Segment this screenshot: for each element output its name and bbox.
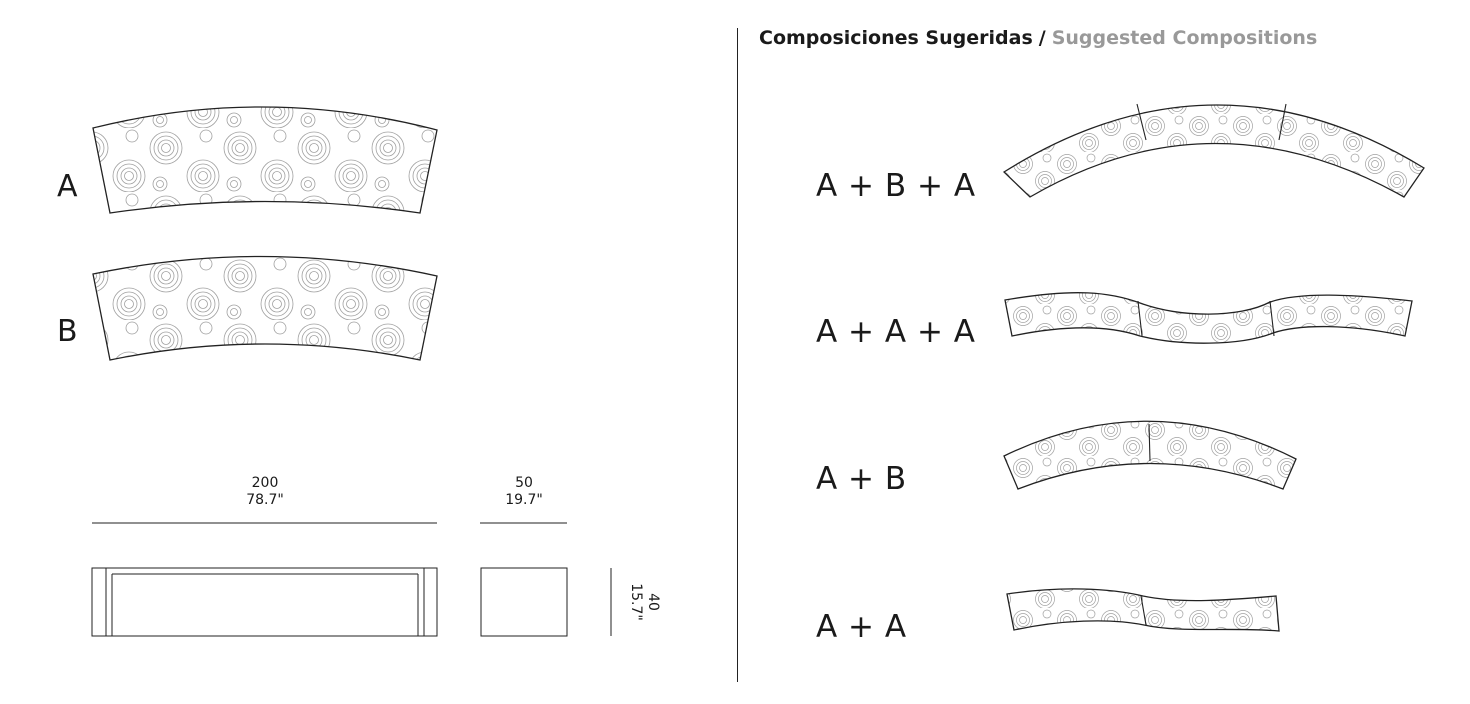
title-spanish: Composiciones Sugeridas — [759, 27, 1033, 49]
composition-ab-drawing — [1003, 420, 1297, 490]
front-elevation — [91, 567, 438, 637]
module-label-b: B — [57, 314, 78, 349]
length-dimension: 200 78.7" — [220, 475, 310, 509]
vertical-divider — [737, 28, 738, 682]
module-b-plan — [92, 255, 438, 361]
length-cm: 200 — [251, 475, 279, 491]
composition-aa-drawing — [1006, 588, 1280, 632]
title-slash: / — [1038, 27, 1046, 49]
composition-abA-drawing — [1002, 103, 1425, 198]
composition-label-aaa: A + A + A — [816, 314, 976, 350]
module-label-a: A — [57, 169, 78, 204]
composition-aaa-drawing — [1004, 292, 1413, 344]
length-in: 78.7" — [246, 492, 284, 508]
depth-cm: 50 — [515, 475, 533, 491]
side-elevation — [480, 567, 568, 637]
composition-label-aa: A + A — [816, 609, 907, 645]
composition-label-abA: A + B + A — [816, 168, 976, 204]
module-a-plan — [92, 106, 438, 214]
composition-label-ab: A + B — [816, 461, 907, 497]
depth-dimension: 50 19.7" — [479, 475, 569, 509]
title-english: Suggested Compositions — [1051, 27, 1318, 49]
section-title: Composiciones Sugeridas/Suggested Compos… — [759, 27, 1317, 49]
depth-in: 19.7" — [505, 492, 543, 508]
